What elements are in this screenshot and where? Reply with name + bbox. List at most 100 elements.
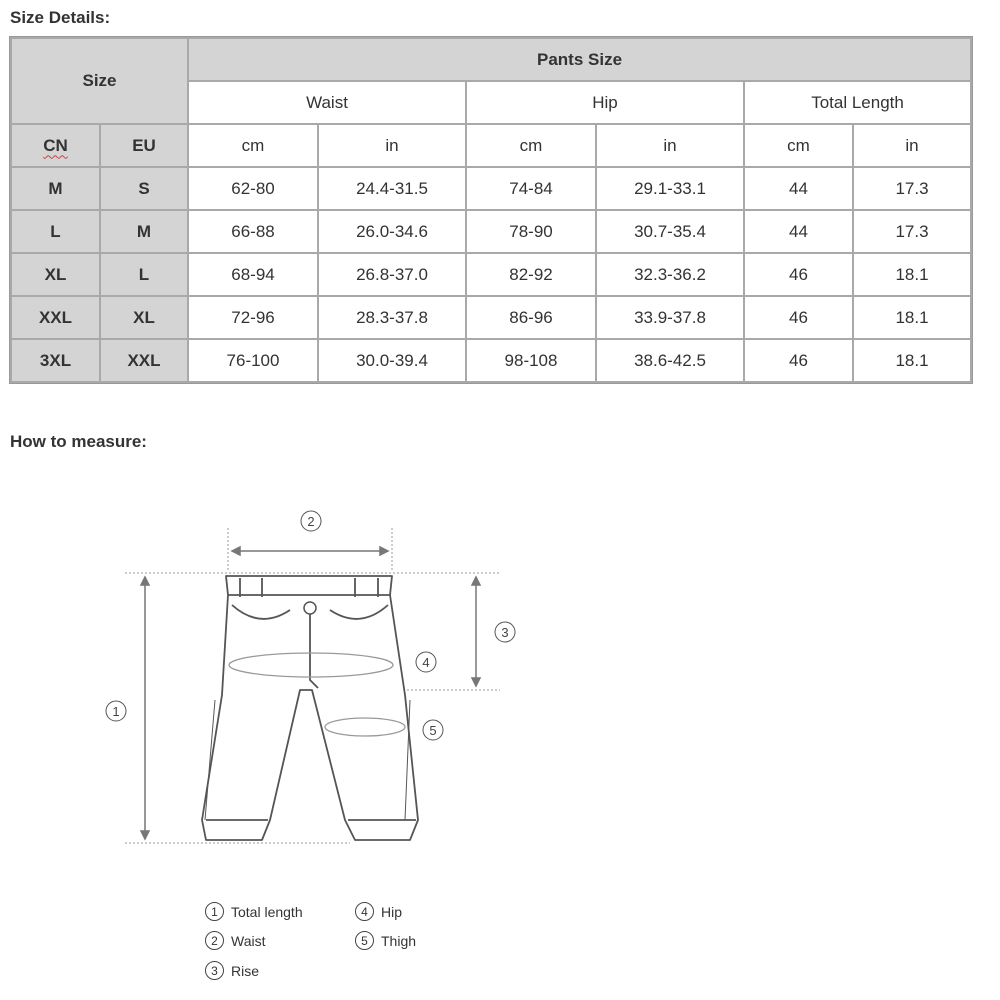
fly	[309, 612, 319, 689]
pants-measurement-diagram: 2 1 3 4 5	[105, 510, 516, 844]
cn-label: CN	[43, 135, 68, 155]
eu-size-cell: XL	[99, 295, 189, 340]
value-cell: 18.1	[851, 338, 973, 383]
unit-header: in	[595, 123, 745, 168]
marker-3-label: 3	[501, 625, 508, 640]
marker-3-icon	[494, 621, 516, 643]
value-cell: 76-100	[187, 338, 319, 383]
legend-label: Thigh	[381, 932, 417, 949]
value-cell: 24.4-31.5	[317, 166, 467, 211]
eu-size-cell: L	[99, 252, 189, 297]
legend-number-icon: 5	[355, 931, 374, 950]
table-row: M S 62-80 24.4-31.5 74-84 29.1-33.1 44 1…	[10, 166, 973, 211]
legend-label: Waist	[231, 932, 266, 949]
value-cell: 46	[743, 295, 854, 340]
size-chart-table: Size Pants Size Waist Hip Total Length C…	[8, 36, 974, 384]
value-cell: 72-96	[187, 295, 319, 340]
cn-size-cell: M	[10, 166, 101, 211]
value-cell: 17.3	[851, 166, 973, 211]
cn-size-cell: 3XL	[10, 338, 101, 383]
value-cell: 68-94	[187, 252, 319, 297]
marker-1-label: 1	[112, 704, 119, 719]
unit-header: cm	[187, 123, 319, 168]
marker-1-icon	[105, 700, 127, 722]
belt-loops	[239, 578, 379, 597]
unit-header: cm	[743, 123, 854, 168]
table-row: XL L 68-94 26.8-37.0 82-92 32.3-36.2 46 …	[10, 252, 973, 297]
legend-number-icon: 3	[205, 961, 224, 980]
legend-label: Total length	[231, 903, 303, 920]
marker-2-icon	[300, 510, 322, 532]
value-cell: 44	[743, 209, 854, 254]
legend-item: 1 Total length	[205, 902, 303, 921]
unit-header: cm	[465, 123, 597, 168]
legend-number-icon: 1	[205, 902, 224, 921]
value-cell: 66-88	[187, 209, 319, 254]
arrow-head	[470, 575, 482, 586]
value-cell: 26.8-37.0	[317, 252, 467, 297]
side-seams	[204, 699, 411, 821]
legend-item: 4 Hip	[355, 902, 402, 921]
legend-label: Hip	[381, 903, 403, 920]
legend-number-icon: 2	[205, 931, 224, 950]
pants-illustration	[201, 575, 419, 841]
pants-size-header: Pants Size	[186, 37, 973, 82]
cn-size-cell: L	[10, 209, 101, 254]
total-length-header: Total Length	[742, 80, 973, 125]
legend-item: 2 Waist	[205, 931, 265, 950]
marker-2-label: 2	[307, 514, 314, 529]
arrow-head	[379, 545, 390, 557]
marker-5-label: 5	[429, 723, 436, 738]
value-cell: 46	[743, 252, 854, 297]
value-cell: 29.1-33.1	[595, 166, 745, 211]
eu-header: EU	[99, 123, 189, 168]
eu-size-cell: XXL	[99, 338, 189, 383]
arrow-head	[139, 830, 151, 841]
value-cell: 98-108	[465, 338, 597, 383]
table-row: L M 66-88 26.0-34.6 78-90 30.7-35.4 44 1…	[10, 209, 973, 254]
button-icon	[303, 601, 317, 615]
value-cell: 17.3	[851, 209, 973, 254]
how-to-measure-heading: How to measure:	[10, 432, 147, 451]
value-cell: 32.3-36.2	[595, 252, 745, 297]
value-cell: 38.6-42.5	[595, 338, 745, 383]
eu-size-cell: M	[99, 209, 189, 254]
value-cell: 30.7-35.4	[595, 209, 745, 254]
value-cell: 26.0-34.6	[317, 209, 467, 254]
eu-size-cell: S	[99, 166, 189, 211]
hip-ellipse	[228, 652, 394, 678]
value-cell: 30.0-39.4	[317, 338, 467, 383]
value-cell: 18.1	[851, 252, 973, 297]
value-cell: 18.1	[851, 295, 973, 340]
cn-size-cell: XL	[10, 252, 101, 297]
value-cell: 74-84	[465, 166, 597, 211]
legend-item: 5 Thigh	[355, 931, 416, 950]
value-cell: 28.3-37.8	[317, 295, 467, 340]
marker-5-icon	[422, 719, 444, 741]
legend-number-icon: 4	[355, 902, 374, 921]
legend-item: 3 Rise	[205, 961, 259, 980]
marker-4-icon	[415, 651, 437, 673]
cn-size-cell: XXL	[10, 295, 101, 340]
value-cell: 33.9-37.8	[595, 295, 745, 340]
value-cell: 62-80	[187, 166, 319, 211]
value-cell: 82-92	[465, 252, 597, 297]
waist-header: Waist	[187, 80, 467, 125]
table-row: 3XL XXL 76-100 30.0-39.4 98-108 38.6-42.…	[10, 338, 973, 383]
value-cell: 44	[743, 166, 854, 211]
table-row: XXL XL 72-96 28.3-37.8 86-96 33.9-37.8 4…	[10, 295, 973, 340]
cn-header: CN	[10, 123, 101, 168]
value-cell: 78-90	[465, 209, 597, 254]
arrow-head	[230, 545, 241, 557]
value-cell: 86-96	[465, 295, 597, 340]
unit-header: in	[317, 123, 467, 168]
size-header: Size	[10, 37, 189, 125]
value-cell: 46	[743, 338, 854, 383]
size-details-heading: Size Details:	[10, 8, 111, 27]
thigh-ellipse	[324, 717, 406, 737]
hip-header: Hip	[465, 80, 745, 125]
legend-label: Rise	[231, 962, 260, 979]
arrow-head	[470, 677, 482, 688]
unit-header: in	[851, 123, 973, 168]
arrow-head	[139, 575, 151, 586]
